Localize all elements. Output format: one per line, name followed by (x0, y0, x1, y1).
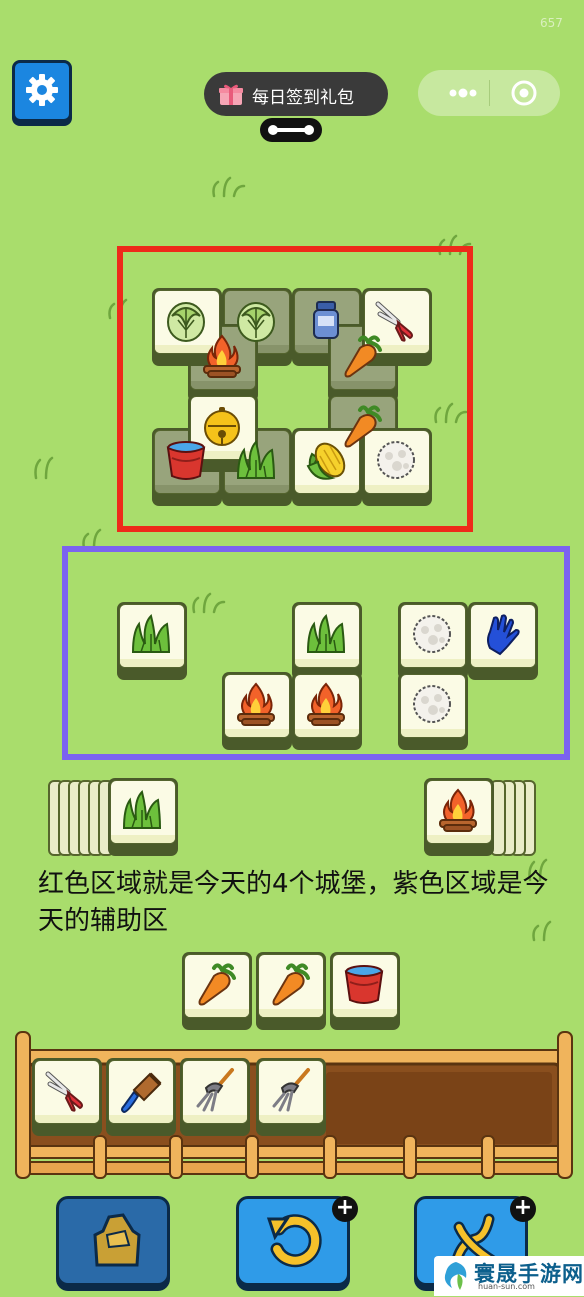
undo-icon (266, 1214, 322, 1268)
add-shuffle-icon[interactable]: + (510, 1196, 536, 1222)
settings-button[interactable] (12, 60, 72, 122)
tile-grass[interactable] (108, 778, 178, 856)
daily-gift-button[interactable]: 每日签到礼包 (204, 72, 388, 116)
tile-grass[interactable] (117, 602, 187, 680)
watermark-title: 寰晟手游网 (474, 1262, 584, 1286)
more-icon[interactable] (438, 78, 488, 108)
tile-water-bucket[interactable] (330, 952, 400, 1030)
move-out-icon (93, 1213, 141, 1267)
tile-pitchfork (180, 1058, 250, 1136)
tile-campfire[interactable] (424, 778, 494, 856)
castle-area-highlight (117, 246, 473, 532)
tile-brush (106, 1058, 176, 1136)
tile-pruning-shears[interactable] (362, 288, 432, 366)
helper-area-highlight (62, 546, 570, 760)
tile-grass[interactable] (292, 602, 362, 680)
capsule-divider (489, 80, 490, 106)
tile-carrot[interactable] (256, 952, 326, 1030)
mini-program-capsule (418, 70, 560, 116)
fps-counter: 657 (540, 16, 563, 30)
tile-campfire[interactable] (222, 672, 292, 750)
undo-button[interactable] (236, 1196, 350, 1286)
tile-cotton[interactable] (362, 428, 432, 506)
tile-glove[interactable] (468, 602, 538, 680)
daily-gift-label: 每日签到礼包 (252, 88, 354, 108)
tile-pruning-shears (32, 1058, 102, 1136)
add-undo-icon[interactable]: + (332, 1196, 358, 1222)
watermark-url: huan-sun.com (478, 1282, 535, 1291)
gift-icon (219, 84, 243, 105)
tile-carrot[interactable] (182, 952, 252, 1030)
tile-cotton[interactable] (398, 672, 468, 750)
close-program-icon[interactable] (510, 79, 538, 107)
tile-cotton[interactable] (398, 602, 468, 680)
watermark: 寰晟手游网 huan-sun.com (434, 1256, 584, 1296)
tile-campfire[interactable] (292, 672, 362, 750)
move-out-button[interactable] (56, 1196, 170, 1286)
annotation-caption: 红色区域就是今天的4个城堡，紫色区域是今天的辅助区 (38, 869, 549, 936)
tile-pitchfork (256, 1058, 326, 1136)
gear-icon (26, 74, 58, 106)
watermark-logo-icon (444, 1262, 467, 1290)
drag-handle-icon[interactable] (260, 118, 322, 142)
